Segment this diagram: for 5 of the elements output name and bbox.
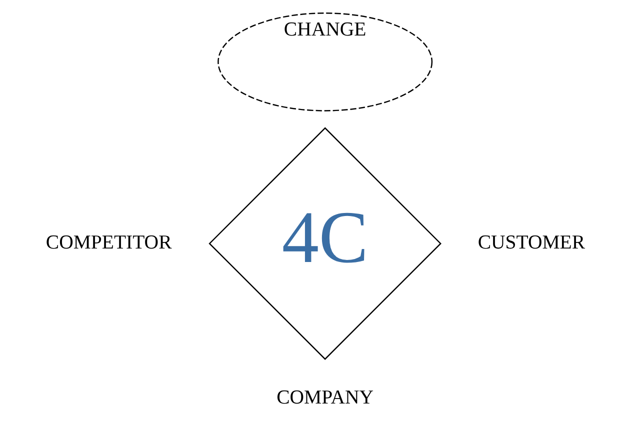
node-ellipse: CHANGE	[218, 12, 433, 112]
label: CUSTOMER	[478, 231, 586, 254]
label: COMPANY	[276, 386, 374, 408]
label: COMPETITOR	[46, 231, 172, 254]
node-diamond: 4C	[208, 127, 442, 360]
